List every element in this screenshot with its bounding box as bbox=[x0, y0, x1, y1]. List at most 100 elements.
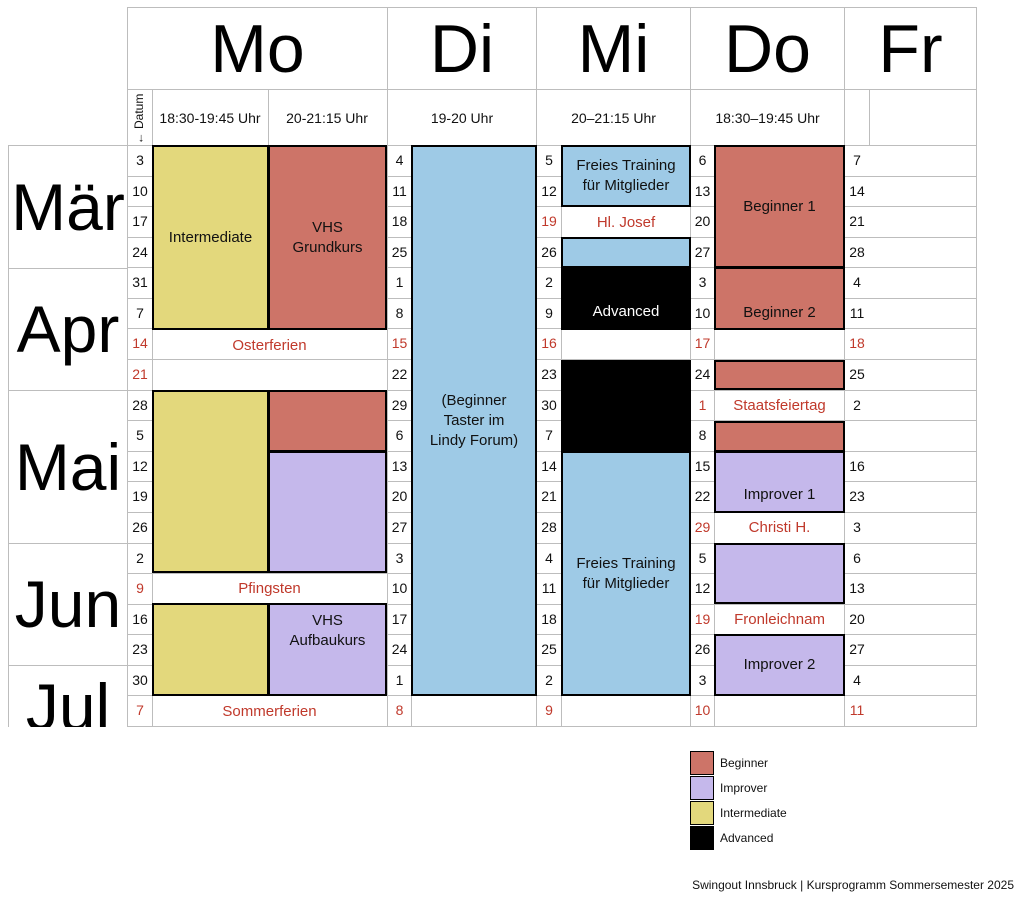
note-fronleichnam: Fronleichnam bbox=[734, 611, 825, 628]
date-mi: 21 bbox=[541, 488, 557, 504]
date-fr: 11 bbox=[849, 702, 865, 718]
date-mi: 26 bbox=[541, 244, 557, 260]
date-mo: 5 bbox=[136, 427, 144, 443]
date-di: 11 bbox=[392, 183, 407, 199]
date-di: 25 bbox=[391, 244, 408, 260]
date-fr: 6 bbox=[853, 550, 861, 566]
date-di: 4 bbox=[395, 152, 404, 168]
date-fr: 27 bbox=[849, 641, 865, 657]
footer-text: Swingout Innsbruck | Kursprogramm Sommer… bbox=[692, 878, 1014, 892]
legend-swatch-advanced bbox=[690, 826, 714, 850]
date-mi: 30 bbox=[541, 397, 557, 413]
date-do: 1 bbox=[698, 397, 707, 413]
grid-line bbox=[976, 7, 977, 727]
date-di: 10 bbox=[391, 580, 408, 596]
legend-label-improver: Improver bbox=[720, 781, 768, 795]
block-free-training-small bbox=[561, 237, 691, 268]
date-mi: 25 bbox=[541, 641, 557, 657]
time-tuesday: 19-20 Uhr bbox=[430, 109, 494, 126]
date-mo: 24 bbox=[132, 244, 148, 260]
date-do: 20 bbox=[694, 213, 711, 229]
grid-line bbox=[268, 89, 269, 145]
legend-intermediate: Intermediate bbox=[690, 801, 787, 825]
date-mo: 26 bbox=[132, 519, 148, 535]
date-mi: 11 bbox=[541, 580, 557, 596]
date-mo: 7 bbox=[136, 702, 144, 718]
grid-line bbox=[127, 237, 976, 238]
date-fr: 11 bbox=[849, 305, 865, 321]
date-di: 13 bbox=[391, 458, 408, 474]
legend-swatch-improver bbox=[690, 776, 714, 800]
date-fr bbox=[845, 420, 869, 450]
day-header-thursday: Do bbox=[724, 11, 811, 87]
grid-line bbox=[127, 573, 976, 574]
block-vhs-aufbaukurs: VHS Aufbaukurs bbox=[268, 603, 387, 696]
date-di: 1 bbox=[395, 274, 404, 290]
block-beginner-3 bbox=[714, 360, 845, 390]
date-mo: 17 bbox=[132, 213, 148, 229]
note-sommerferien: Sommerferien bbox=[222, 703, 317, 720]
grid-line bbox=[8, 543, 128, 544]
date-mo: 19 bbox=[132, 488, 148, 504]
block-improver-2 bbox=[714, 543, 845, 604]
day-header-monday: Mo bbox=[210, 11, 305, 87]
date-do: 15 bbox=[694, 458, 711, 474]
block-improver-3: Improver 2 bbox=[714, 634, 845, 696]
date-mi: 5 bbox=[545, 152, 553, 168]
date-do: 26 bbox=[694, 641, 711, 657]
date-mi: 14 bbox=[541, 458, 557, 474]
time-monday-2: 20-21:15 Uhr bbox=[286, 109, 368, 126]
date-mo: 2 bbox=[136, 550, 144, 566]
date-mo: 31 bbox=[132, 274, 148, 290]
date-do: 24 bbox=[694, 366, 711, 382]
date-mi: 23 bbox=[541, 366, 557, 382]
grid-line bbox=[127, 298, 976, 299]
date-mi: 28 bbox=[541, 519, 557, 535]
grid-line bbox=[127, 451, 976, 452]
grid-line bbox=[127, 7, 976, 8]
block-intermediate-3 bbox=[152, 603, 269, 696]
date-do: 17 bbox=[694, 335, 711, 351]
date-mi: 12 bbox=[541, 183, 557, 199]
date-fr: 3 bbox=[853, 519, 861, 535]
grid-line bbox=[127, 695, 976, 696]
date-do: 19 bbox=[694, 611, 711, 627]
note-osterferien: Osterferien bbox=[232, 336, 307, 354]
date-do: 29 bbox=[694, 519, 711, 535]
block-beginner-2: Beginner 2 bbox=[714, 267, 845, 330]
date-do: 12 bbox=[694, 580, 711, 596]
date-do: 5 bbox=[698, 550, 707, 566]
time-wednesday: 20–21:15 Uhr bbox=[571, 109, 656, 126]
date-di: 29 bbox=[391, 397, 408, 413]
grid-line bbox=[127, 512, 976, 513]
grid-line bbox=[387, 7, 388, 727]
date-fr: 23 bbox=[849, 488, 865, 504]
date-mi: 9 bbox=[545, 702, 553, 718]
date-di: 1 bbox=[395, 672, 404, 688]
grid-line bbox=[8, 268, 128, 269]
date-mo: 7 bbox=[136, 305, 144, 321]
grid-line bbox=[127, 481, 976, 482]
grid-line bbox=[127, 359, 976, 360]
block-beginner-4 bbox=[714, 421, 845, 452]
grid-line bbox=[127, 206, 976, 207]
legend-swatch-beginner bbox=[690, 751, 714, 775]
date-do: 27 bbox=[694, 244, 711, 260]
block-intermediate-1: Intermediate bbox=[152, 145, 269, 330]
grid-line bbox=[127, 726, 976, 727]
date-mo: 23 bbox=[132, 641, 148, 657]
date-fr: 14 bbox=[849, 183, 865, 199]
legend-label-intermediate: Intermediate bbox=[720, 806, 787, 820]
block-intermediate-2 bbox=[152, 390, 269, 573]
date-fr: 21 bbox=[849, 213, 865, 229]
date-fr: 13 bbox=[849, 580, 865, 596]
note-pfingsten: Pfingsten bbox=[238, 579, 301, 597]
date-do: 10 bbox=[694, 305, 711, 321]
date-fr: 4 bbox=[853, 672, 861, 688]
date-mo: 16 bbox=[132, 611, 148, 627]
date-mi: 7 bbox=[545, 427, 553, 443]
date-di: 3 bbox=[395, 550, 404, 566]
time-monday-1: 18:30-19:45 Uhr bbox=[159, 109, 261, 126]
grid-line bbox=[127, 145, 976, 146]
legend-label-beginner: Beginner bbox=[720, 756, 769, 770]
